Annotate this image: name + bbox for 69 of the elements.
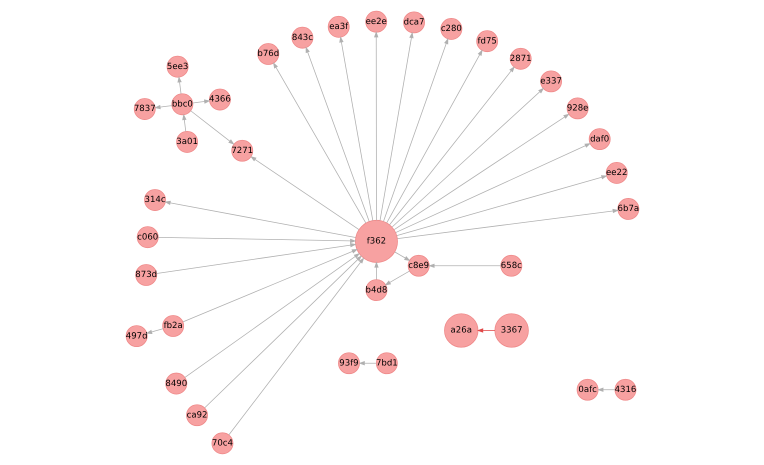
node-circle: 4316 [614,378,636,401]
node-circle: bbc0 [170,93,193,116]
arrow [382,38,448,222]
arrow [393,114,570,230]
arrow [338,36,373,221]
node-circle: c8e9 [407,254,430,277]
arrow [596,388,615,392]
arrow [386,49,482,224]
arrow [374,261,378,280]
node-circle: 3a01 [176,130,198,153]
node-circle: 3367 [494,313,528,348]
node-circle: 5ee3 [166,56,188,78]
node-circle: daf0 [588,128,610,150]
node-circle: 7271 [230,140,253,162]
node-circle: 314c [144,189,166,211]
node-circle: ca92 [186,404,208,426]
arrow [250,156,359,230]
node-circle: e337 [540,70,562,92]
arrow [192,99,210,104]
arrow [379,32,414,221]
arrow [228,257,364,436]
arrow [396,175,608,236]
arrow [394,143,590,233]
node-circle: 497d [125,325,148,348]
node-circle: 0afc [576,378,598,401]
node-circle: ea3f [327,16,350,38]
node-circle: 928e [566,97,588,120]
node-circle: 843c [291,26,313,49]
node-circle: ee22 [605,162,628,184]
arrow [384,270,410,286]
node-circle: 658c [500,254,522,277]
arrow [388,66,514,226]
node-circle: c060 [136,226,158,248]
arrow [182,249,358,322]
node-circle: ee2e [364,10,387,33]
node-circle: 6b7a [616,198,639,220]
arrow [396,208,618,240]
node-circle: 2871 [509,48,532,70]
arrow [154,104,172,110]
arrow [182,114,186,132]
node-circle: b4d8 [365,279,387,302]
arrow [358,361,376,366]
node-circle: 70c4 [211,432,233,454]
arrow [272,62,366,224]
arrow [428,264,501,268]
arrow [156,243,356,274]
arrow [164,200,356,238]
node-circle: 4366 [208,88,230,110]
arrow [476,328,495,333]
arrow [305,46,370,222]
arrow [158,236,356,244]
node-circle: fd75 [476,30,498,52]
node-circle: dca7 [402,11,424,34]
node-circle: 8490 [164,372,187,394]
node-circle: 7837 [133,98,156,120]
node-circle: 7bd1 [375,352,398,374]
arrow [176,76,182,94]
node-circle: b76d [256,43,279,65]
node-circle: c280 [440,18,462,40]
arrow [204,255,362,408]
node-circle: fb2a [162,315,184,337]
arrow [394,252,410,262]
node-circle: 93f9 [338,352,360,374]
arrow [374,31,378,221]
node-circle: a26a [444,313,478,348]
arrow [190,110,234,145]
arrow [391,88,544,228]
node-circle: 873d [134,264,157,286]
arrow [145,328,163,334]
